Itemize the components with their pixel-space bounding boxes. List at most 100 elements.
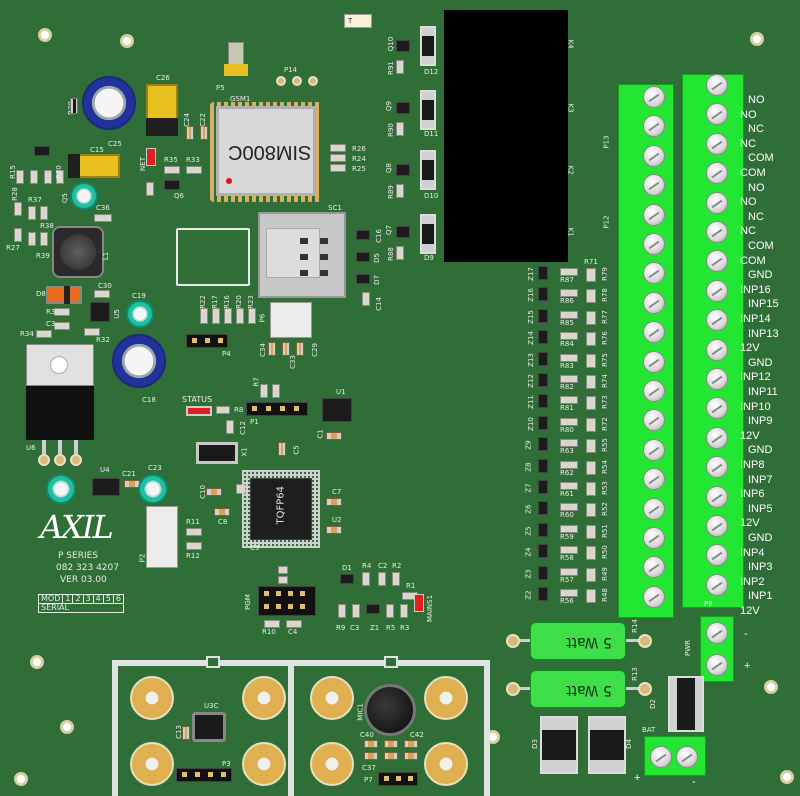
header-p1[interactable] bbox=[246, 402, 308, 416]
ref-sc1: SC1 bbox=[328, 204, 342, 212]
terminal-screw[interactable] bbox=[706, 279, 728, 302]
terminal-screw[interactable] bbox=[643, 233, 665, 255]
capacitor-c25 bbox=[82, 76, 136, 130]
ref-c40: C40 bbox=[360, 731, 374, 739]
terminal-screw[interactable] bbox=[706, 309, 728, 332]
terminal-label: GND bbox=[748, 356, 773, 369]
terminal-screw[interactable] bbox=[706, 515, 728, 537]
terminal-screw[interactable] bbox=[643, 321, 665, 344]
ref-resistor: R81 bbox=[560, 404, 574, 413]
ref-resistor: R62 bbox=[560, 468, 574, 477]
resistor bbox=[28, 232, 36, 246]
terminal-screw[interactable] bbox=[706, 544, 728, 567]
ref-gsm1: GSM1 bbox=[230, 95, 251, 103]
terminal-screw[interactable] bbox=[643, 86, 665, 108]
terminal-label: NC bbox=[740, 225, 756, 238]
ref-resistor: R48 bbox=[600, 588, 609, 602]
resistor bbox=[236, 308, 244, 324]
terminal-label: GND bbox=[748, 532, 773, 544]
ref-k3: K3 bbox=[566, 103, 575, 113]
sim-contact bbox=[320, 238, 328, 244]
mounting-pad bbox=[310, 742, 354, 786]
capacitor bbox=[182, 726, 190, 740]
resistor bbox=[586, 567, 596, 582]
terminal-screw[interactable] bbox=[643, 380, 665, 402]
zener-diode bbox=[538, 266, 548, 280]
terminal-screw[interactable] bbox=[643, 350, 665, 373]
resistor bbox=[392, 572, 400, 586]
terminal-screw[interactable] bbox=[706, 103, 728, 126]
terminal-screw[interactable] bbox=[643, 174, 665, 197]
terminal-screw[interactable] bbox=[706, 132, 728, 155]
terminal-screw[interactable] bbox=[706, 426, 728, 449]
terminal-screw[interactable] bbox=[706, 162, 728, 185]
ref-resistor: R55 bbox=[600, 438, 609, 453]
resistor bbox=[396, 60, 404, 74]
terminal-screw[interactable] bbox=[706, 338, 728, 361]
mounting-hole bbox=[780, 770, 794, 784]
terminal-screw[interactable] bbox=[706, 397, 728, 420]
terminal-screw[interactable] bbox=[706, 485, 728, 508]
terminal-label: INP3 bbox=[748, 561, 773, 574]
pin bbox=[288, 604, 293, 609]
terminal-screw[interactable] bbox=[706, 74, 728, 96]
terminal-screw[interactable] bbox=[643, 527, 665, 549]
terminal-screw[interactable] bbox=[643, 585, 665, 608]
lead bbox=[626, 639, 642, 642]
terminal-screw[interactable] bbox=[706, 250, 728, 273]
capacitor bbox=[404, 752, 418, 760]
pad bbox=[38, 454, 50, 466]
transistor-q9 bbox=[396, 102, 410, 114]
zener-diode bbox=[538, 522, 548, 537]
ref-q9: Q9 bbox=[384, 101, 393, 111]
pin bbox=[288, 591, 293, 596]
terminal-screw[interactable] bbox=[706, 573, 728, 596]
ref-pgm: PGM bbox=[243, 594, 252, 610]
terminal-screw[interactable] bbox=[706, 191, 728, 214]
terminal-screw[interactable] bbox=[643, 291, 665, 314]
capacitor bbox=[278, 442, 286, 456]
ref-u1: U1 bbox=[336, 388, 346, 396]
terminal-screw[interactable] bbox=[706, 622, 728, 644]
terminal-screw[interactable] bbox=[643, 497, 665, 520]
terminal-screw[interactable] bbox=[643, 115, 665, 138]
t-label: T bbox=[348, 17, 353, 25]
ref-c8: C8 bbox=[218, 518, 228, 526]
terminal-screw[interactable] bbox=[643, 144, 665, 167]
terminal-screw[interactable] bbox=[643, 203, 665, 226]
pin bbox=[58, 440, 62, 460]
terminal-screw[interactable] bbox=[643, 438, 665, 461]
zener-diode bbox=[538, 287, 548, 302]
ref-r22: R22 bbox=[198, 295, 207, 309]
transistor-q8 bbox=[396, 164, 410, 176]
terminal-screw[interactable] bbox=[706, 368, 728, 390]
ref-zener: Z14 bbox=[526, 331, 535, 346]
pin bbox=[408, 776, 413, 781]
mounting-hole bbox=[764, 680, 778, 694]
terminal-screw[interactable] bbox=[676, 746, 698, 768]
inductor-l1-core bbox=[60, 234, 96, 270]
ref-zener: Z9 bbox=[524, 440, 533, 450]
header-p3[interactable] bbox=[176, 768, 232, 782]
ref-c18: C18 bbox=[142, 396, 156, 404]
tvs-diode bbox=[356, 252, 370, 262]
resistor bbox=[200, 308, 208, 324]
ref-net: NET bbox=[138, 157, 147, 171]
terminal-screw[interactable] bbox=[706, 221, 728, 243]
ref-r10: R10 bbox=[262, 628, 276, 636]
ref-zener: Z11 bbox=[526, 395, 535, 410]
terminal-screw[interactable] bbox=[706, 654, 728, 676]
resistor bbox=[56, 170, 64, 184]
terminal-screw[interactable] bbox=[706, 456, 728, 479]
resistor bbox=[330, 144, 346, 152]
pin bbox=[208, 772, 213, 777]
resistor bbox=[586, 503, 596, 518]
terminal-screw[interactable] bbox=[643, 468, 665, 491]
terminal-screw[interactable] bbox=[650, 746, 672, 768]
resistor bbox=[586, 332, 596, 347]
terminal-screw[interactable] bbox=[643, 409, 665, 432]
ref-resistor: R79 bbox=[600, 267, 609, 281]
terminal-screw[interactable] bbox=[643, 556, 665, 579]
terminal-screw[interactable] bbox=[643, 262, 665, 285]
terminal-label: COM bbox=[740, 254, 766, 267]
